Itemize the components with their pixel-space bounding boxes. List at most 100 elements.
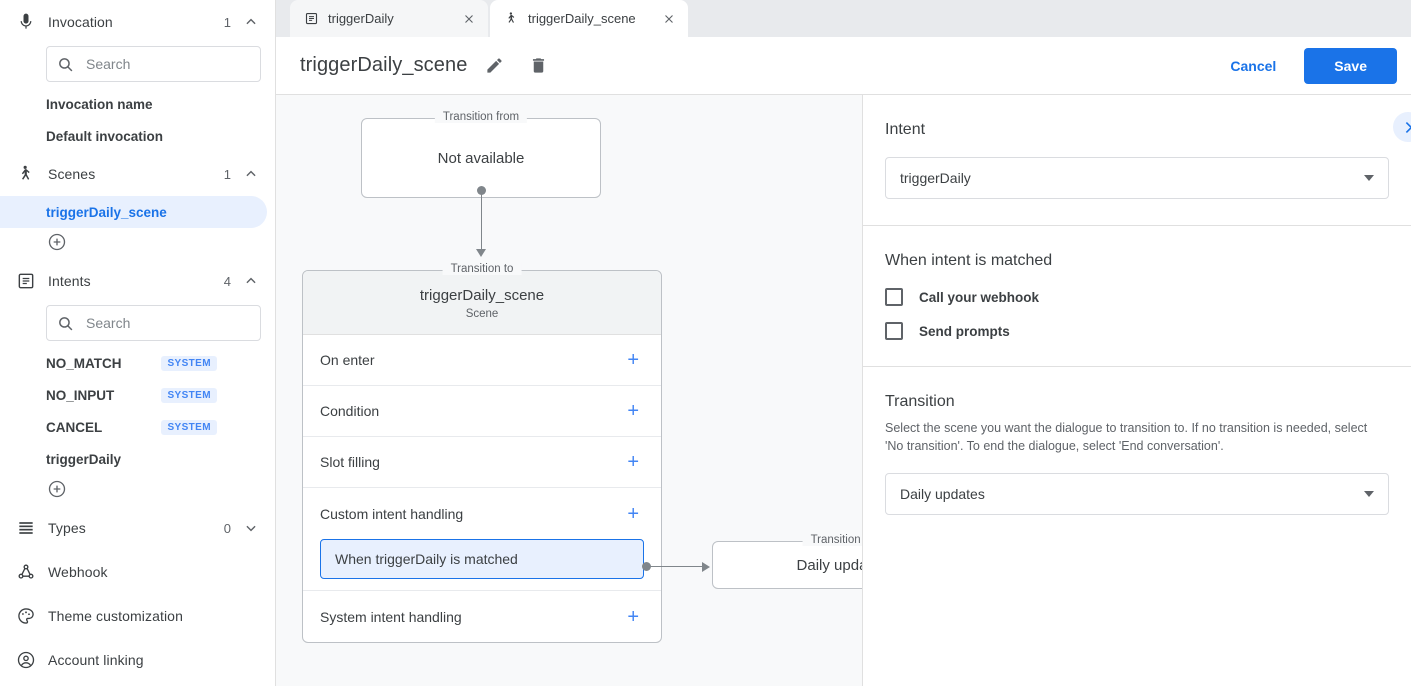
transition-to-legend: Transition to bbox=[442, 263, 522, 275]
sidebar-group-count: 0 bbox=[223, 520, 231, 536]
sidebar-group-scenes[interactable]: Scenes 1 bbox=[0, 152, 275, 196]
close-icon[interactable] bbox=[662, 12, 676, 26]
trash-icon[interactable] bbox=[521, 49, 555, 83]
add-slot-filling-button[interactable]: + bbox=[627, 451, 639, 473]
scene-row-custom-intent-handling[interactable]: Custom intent handling + bbox=[303, 488, 661, 539]
sidebar-group-count: 4 bbox=[223, 273, 231, 289]
search-icon bbox=[57, 315, 74, 332]
add-system-intent-handling-button[interactable]: + bbox=[627, 605, 639, 628]
edge-handler-dot bbox=[642, 562, 651, 571]
checkbox-send-prompts[interactable]: Send prompts bbox=[885, 322, 1389, 340]
sidebar-group-label: Intents bbox=[48, 273, 91, 289]
transition-target-node[interactable]: Transition to Daily updates bbox=[712, 534, 862, 589]
edge-horizontal-line bbox=[647, 566, 705, 567]
sidebar-item-account-linking[interactable]: Account linking bbox=[0, 638, 275, 682]
sidebar-item-backend-services[interactable]: Backend services bbox=[0, 682, 275, 686]
scene-row-label: Custom intent handling bbox=[320, 505, 464, 522]
add-condition-button[interactable]: + bbox=[627, 400, 639, 422]
checkbox-box[interactable] bbox=[885, 322, 903, 340]
sidebar-item-label: CANCEL bbox=[46, 419, 103, 435]
sidebar-item-triggerdaily-scene[interactable]: triggerDaily_scene bbox=[0, 196, 267, 228]
webhook-icon bbox=[14, 560, 38, 584]
transition-from-node[interactable]: Transition from Not available bbox=[361, 111, 601, 198]
when-intent-matched-title: When intent is matched bbox=[885, 252, 1053, 269]
close-icon[interactable] bbox=[462, 12, 476, 26]
add-custom-intent-handling-button[interactable]: + bbox=[627, 502, 639, 525]
custom-intent-handler-list: When triggerDaily is matched bbox=[303, 539, 661, 591]
sidebar-item-webhook[interactable]: Webhook bbox=[0, 550, 275, 594]
sidebar-item-no-input[interactable]: NO_INPUT SYSTEM bbox=[0, 379, 267, 411]
scene-row-condition[interactable]: Condition + bbox=[303, 386, 661, 437]
chevron-up-icon[interactable] bbox=[243, 14, 259, 30]
status-badge: SYSTEM bbox=[161, 419, 217, 435]
chevron-up-icon[interactable] bbox=[243, 273, 259, 289]
sidebar-group-label: Invocation bbox=[48, 14, 113, 30]
add-scene-button[interactable] bbox=[46, 231, 68, 253]
intent-section: Intent triggerDaily bbox=[863, 95, 1411, 226]
checkbox-call-your-webhook[interactable]: Call your webhook bbox=[885, 288, 1389, 306]
scene-row-on-enter[interactable]: On enter + bbox=[303, 335, 661, 386]
add-on-enter-button[interactable]: + bbox=[627, 349, 639, 371]
checkbox-label: Call your webhook bbox=[919, 289, 1040, 305]
cancel-button[interactable]: Cancel bbox=[1216, 49, 1290, 83]
scene-card-subtitle: Scene bbox=[465, 308, 499, 320]
sidebar-group-types[interactable]: Types 0 bbox=[0, 506, 275, 550]
scene-row-label: Condition bbox=[320, 403, 380, 419]
edge-vertical-line bbox=[481, 191, 482, 253]
sidebar-item-invocation-name[interactable]: Invocation name bbox=[0, 88, 267, 120]
save-button[interactable]: Save bbox=[1304, 47, 1397, 84]
pencil-icon[interactable] bbox=[477, 49, 511, 83]
transition-select[interactable]: Daily updates bbox=[885, 473, 1389, 516]
sidebar-item-label: Webhook bbox=[48, 564, 108, 580]
sidebar-item-default-invocation[interactable]: Default invocation bbox=[0, 120, 267, 152]
scene-row-label: Slot filling bbox=[320, 454, 380, 470]
scene-row-label: System intent handling bbox=[320, 608, 462, 625]
scene-row-slot-filling[interactable]: Slot filling + bbox=[303, 437, 661, 488]
tab-triggerdaily[interactable]: triggerDaily bbox=[290, 0, 488, 37]
sidebar-item-theme-customization[interactable]: Theme customization bbox=[0, 594, 275, 638]
sidebar-group-count: 1 bbox=[223, 166, 231, 182]
transition-section: Transition Select the scene you want the… bbox=[863, 367, 1411, 541]
checkbox-box[interactable] bbox=[885, 288, 903, 306]
invocation-search-wrap bbox=[0, 44, 275, 88]
transition-target-legend: Transition to bbox=[802, 534, 862, 546]
transition-section-title: Transition bbox=[885, 393, 955, 410]
intents-search-input[interactable] bbox=[84, 314, 269, 332]
scenes-icon bbox=[504, 11, 519, 26]
scene-card-header: triggerDaily_scene Scene bbox=[303, 271, 661, 335]
body-split: Transition from Not available Transition… bbox=[276, 95, 1411, 686]
status-badge: SYSTEM bbox=[161, 355, 217, 371]
scenes-icon bbox=[14, 162, 38, 186]
chevron-up-icon[interactable] bbox=[243, 166, 259, 182]
edge-source-dot bbox=[477, 186, 486, 195]
properties-panel: Intent triggerDaily When intent is match… bbox=[863, 95, 1411, 686]
invocation-search-box[interactable] bbox=[46, 46, 269, 82]
invocation-search-input[interactable] bbox=[84, 55, 269, 73]
scene-canvas[interactable]: Transition from Not available Transition… bbox=[276, 95, 863, 686]
page-title: triggerDaily_scene bbox=[300, 54, 468, 76]
add-intent-button[interactable] bbox=[46, 478, 68, 500]
sidebar-item-label: Invocation name bbox=[46, 96, 153, 112]
tab-triggerdaily-scene[interactable]: triggerDaily_scene bbox=[490, 0, 688, 37]
intent-select-value: triggerDaily bbox=[900, 170, 971, 186]
main-area: triggerDaily triggerDaily_scene bbox=[276, 0, 1411, 686]
sidebar-item-label: Account linking bbox=[48, 652, 144, 668]
add-intent-row bbox=[0, 475, 275, 506]
intent-select[interactable]: triggerDaily bbox=[885, 157, 1389, 199]
sidebar-item-label: Theme customization bbox=[48, 608, 183, 624]
chevron-down-icon[interactable] bbox=[243, 520, 259, 536]
sidebar-group-invocation[interactable]: Invocation 1 bbox=[0, 0, 275, 44]
scene-row-label: On enter bbox=[320, 352, 375, 368]
intents-search-box[interactable] bbox=[46, 305, 269, 341]
palette-icon bbox=[14, 604, 38, 628]
intent-handler-when-triggerdaily-matched[interactable]: When triggerDaily is matched bbox=[320, 539, 644, 579]
sidebar-item-no-match[interactable]: NO_MATCH SYSTEM bbox=[0, 347, 267, 379]
tab-strip: triggerDaily triggerDaily_scene bbox=[276, 0, 1411, 37]
intents-icon bbox=[14, 269, 38, 293]
scene-row-system-intent-handling[interactable]: System intent handling + bbox=[303, 591, 661, 642]
sidebar-item-cancel[interactable]: CANCEL SYSTEM bbox=[0, 411, 267, 443]
status-badge: SYSTEM bbox=[161, 387, 217, 403]
sidebar-item-triggerdaily[interactable]: triggerDaily bbox=[0, 443, 267, 475]
sidebar-group-intents[interactable]: Intents 4 bbox=[0, 259, 275, 303]
tab-label: triggerDaily_scene bbox=[528, 11, 636, 26]
